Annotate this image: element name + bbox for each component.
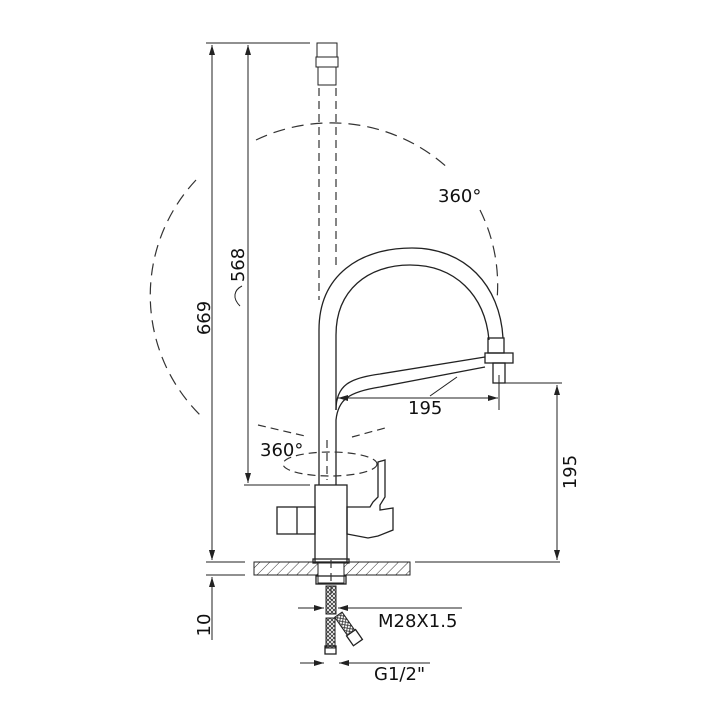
faucet-body [276,459,394,563]
label-reach-195: 195 [408,398,442,419]
dimension-thread: M28X1.5 [298,605,462,632]
dimension-total-height: 669 [194,42,310,560]
label-669: 669 [194,301,215,335]
label-outlet-195: 195 [560,455,581,489]
label-body-360: 360° [260,440,303,461]
faucet-spout [318,247,514,485]
dimension-deck-thickness: 10 [194,550,215,640]
label-connection: G1/2" [374,664,425,685]
label-10: 10 [194,614,215,637]
mounting-deck [206,558,560,600]
spout-rotation-arc: 360° [149,122,499,416]
dimension-connection: G1/2" [300,660,430,685]
pulled-up-spout [315,42,339,480]
dimension-spout-height: 568 [228,45,310,486]
approx-tilde [234,285,243,307]
dimension-spout-reach: 195 [338,375,500,419]
body-rotation: 360° [257,424,386,477]
supply-hoses [324,585,364,655]
label-568: 568 [228,248,249,282]
label-thread: M28X1.5 [378,611,457,632]
label-spout-360: 360° [438,186,481,207]
dimension-outlet-height: 195 [505,382,581,560]
